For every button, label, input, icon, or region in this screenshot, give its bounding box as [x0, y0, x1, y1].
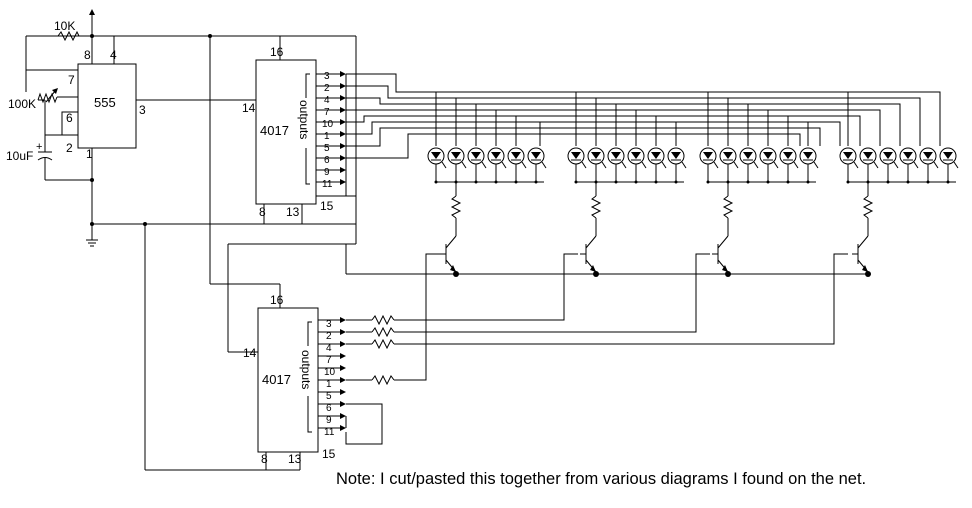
led-icon: [719, 147, 739, 184]
cb-pin-13: 13: [288, 452, 302, 466]
led-array: [427, 147, 959, 184]
transistor-icon: [440, 182, 462, 277]
led-icon: [919, 147, 939, 184]
base-resistors: [346, 253, 848, 386]
ct-pin-8: 8: [259, 205, 266, 219]
ct-out-9: 9: [324, 167, 330, 178]
capacitor-10uf: + 10uF: [6, 135, 53, 180]
transistor-icon: [580, 182, 602, 277]
resistor-10k: 10K: [25, 19, 80, 70]
ct-pin-15: 15: [320, 199, 334, 213]
cb-out-5: 5: [326, 391, 332, 402]
transistor-icon: [712, 182, 734, 277]
ct-outputs-label: outputs: [297, 100, 311, 139]
led-icon: [739, 147, 759, 184]
timer-pin-8: 8: [84, 48, 91, 62]
ct-out-2: 2: [324, 83, 330, 94]
cb-out-9: 9: [326, 415, 332, 426]
ct-out-6: 6: [324, 155, 330, 166]
led-icon: [487, 147, 507, 184]
r2-label: 100K: [8, 97, 36, 111]
timer-pin-1: 1: [86, 147, 93, 161]
led-icon: [607, 147, 627, 184]
led-icon: [427, 147, 447, 184]
led-icon: [879, 147, 899, 184]
transistor-array: [440, 182, 874, 277]
timer-pin-6: 6: [66, 111, 73, 125]
led-icon: [779, 147, 799, 184]
counter-top: 16 4017 14 outputs 8 13 15 3 2 4 7 10 1: [210, 35, 357, 244]
led-icon: [587, 147, 607, 184]
ct-label: 4017: [260, 123, 289, 138]
ct-out-7: 7: [324, 107, 330, 118]
counter-bottom: 16 4017 14 outputs 8 13 15 3 2 4 7 10 1 …: [227, 243, 848, 470]
timer-pin-4: 4: [110, 48, 117, 62]
led-icon: [939, 147, 959, 184]
ct-out-3: 3: [324, 71, 330, 82]
footnote: Note: I cut/pasted this together from va…: [336, 470, 867, 488]
ct-pin-16: 16: [270, 45, 284, 59]
led-icon: [859, 147, 879, 184]
ground-icon: [86, 239, 98, 247]
led-bus: [346, 73, 941, 159]
ct-out-1: 1: [324, 131, 330, 142]
ct-out-5: 5: [324, 143, 330, 154]
led-icon: [699, 147, 719, 184]
led-icon: [839, 147, 859, 184]
c1-polarity: +: [36, 141, 42, 153]
cb-pin-8: 8: [261, 452, 268, 466]
timer-pin-7: 7: [68, 73, 75, 87]
transistor-icon: [852, 182, 874, 277]
cb-outputs-label: outputs: [299, 350, 313, 389]
led-icon: [467, 147, 487, 184]
timer-pin-3: 3: [139, 103, 146, 117]
timer-pin-2: 2: [66, 141, 73, 155]
cb-out-4: 4: [326, 343, 332, 354]
led-icon: [447, 147, 467, 184]
ct-output-pins: 3 2 4 7 10 1 5 6 9 11: [316, 71, 347, 196]
c1-label: 10uF: [6, 149, 33, 163]
led-icon: [647, 147, 667, 184]
cb-label: 4017: [262, 372, 291, 387]
led-icon: [899, 147, 919, 184]
cb-out-7: 7: [326, 355, 332, 366]
ct-out-10: 10: [322, 119, 334, 130]
ct-pin-13: 13: [286, 205, 300, 219]
led-icon: [627, 147, 647, 184]
counter-top-chip: [255, 59, 317, 205]
led-icon: [799, 147, 819, 184]
cb-out-2: 2: [326, 331, 332, 342]
cb-pin-16: 16: [270, 293, 284, 307]
cb-out-3: 3: [326, 319, 332, 330]
cb-out-11: 11: [324, 427, 335, 438]
r1-label: 10K: [54, 19, 75, 33]
timer-section: 10K 8 4 555 7 100K 6 2: [6, 9, 356, 247]
led-icon: [527, 147, 547, 184]
led-icon: [567, 147, 587, 184]
led-icon: [507, 147, 527, 184]
cb-output-pins: 3 2 4 7 10 1 5 6 9 11: [318, 317, 346, 438]
cb-pin-15: 15: [322, 447, 336, 461]
ct-out-4: 4: [324, 95, 330, 106]
led-icon: [667, 147, 687, 184]
timer-label: 555: [94, 95, 116, 110]
cb-out-10: 10: [324, 367, 336, 378]
ct-out-11: 11: [322, 179, 333, 190]
cb-out-1: 1: [326, 379, 332, 390]
led-icon: [759, 147, 779, 184]
cb-out-6: 6: [326, 403, 332, 414]
ct-pin-14: 14: [242, 101, 256, 115]
timer-555-chip: [77, 63, 137, 149]
cb-pin-14: 14: [243, 346, 257, 360]
